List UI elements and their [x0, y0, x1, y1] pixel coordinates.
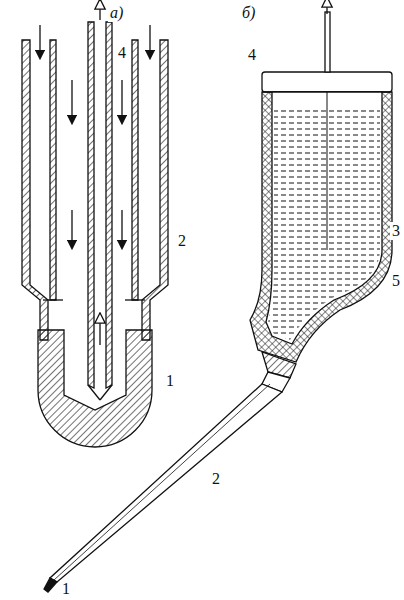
- callout-number: 2: [176, 232, 188, 250]
- figure-letter: а): [108, 4, 125, 22]
- callout-number: 5: [390, 272, 402, 290]
- callout-number: 4: [246, 46, 258, 64]
- callout-number: 1: [164, 372, 176, 390]
- figure-b: [44, 2, 392, 592]
- callout-number: 1: [60, 580, 72, 598]
- callout-number: 4: [116, 44, 128, 62]
- figure-a: [22, 4, 168, 447]
- callout-number: 3: [390, 222, 402, 240]
- callout-number: 2: [210, 470, 222, 488]
- figure-letter: б): [240, 4, 257, 22]
